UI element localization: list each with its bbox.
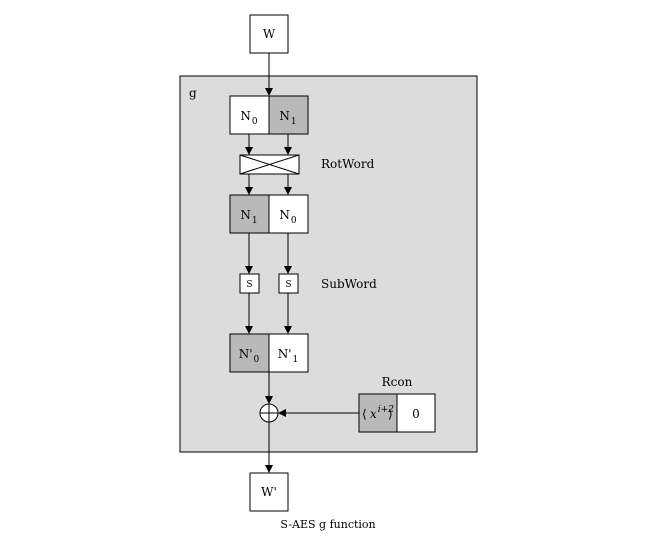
- rcon-right-box: [396, 393, 436, 433]
- sbox-left-label: S: [246, 280, 252, 290]
- nibble-out-1-box: [268, 333, 309, 373]
- nibble-rot-1-box: [268, 194, 309, 234]
- svg-text:xi+2: xi+2: [370, 405, 394, 421]
- svg-text:⟩: ⟩: [388, 407, 393, 421]
- input-w-label: W: [263, 27, 276, 41]
- nibble-in-0-label: N0: [240, 109, 258, 127]
- nibble-rot-0-box: [229, 194, 270, 234]
- output-w-label: W': [261, 485, 277, 499]
- nibble-in-1-label: N1: [279, 109, 296, 127]
- rcon-left-expression: ⟨ xi+2 ⟩: [362, 405, 394, 421]
- g-label: g: [189, 86, 197, 100]
- rcon-right-label: 0: [412, 407, 420, 421]
- rotword-label: RotWord: [321, 157, 375, 171]
- rcon-left-box: [358, 393, 398, 433]
- rotword-cross-2: [239, 154, 300, 175]
- diagram-caption: S-AES g function: [280, 518, 375, 531]
- sbox-right-label: S: [285, 280, 291, 290]
- g-function-panel: [179, 75, 478, 453]
- input-w-box: [249, 14, 289, 54]
- nibble-rot-1-label: N0: [279, 208, 297, 226]
- nibble-rot-0-label: N1: [240, 208, 257, 226]
- svg-text:⟨: ⟨: [362, 407, 367, 421]
- nibble-out-0-label: N'0: [239, 347, 260, 365]
- subword-label: SubWord: [321, 277, 377, 291]
- xor-icon: [259, 403, 279, 423]
- nibble-out-1-label: N'1: [278, 347, 299, 365]
- output-w-box: [249, 472, 289, 512]
- rcon-label: Rcon: [382, 375, 413, 389]
